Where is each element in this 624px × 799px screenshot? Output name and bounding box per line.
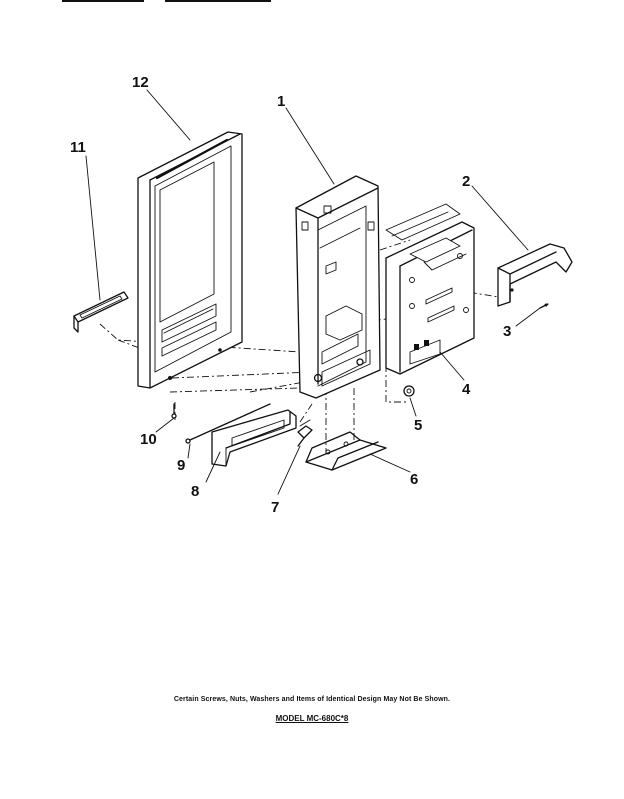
alignment-lines — [99, 239, 506, 462]
callout-6: 6 — [410, 471, 418, 488]
callout-12: 12 — [132, 74, 149, 91]
callout-1: 1 — [277, 93, 285, 110]
callout-11: 11 — [70, 139, 86, 156]
part-2-bracket — [497, 243, 573, 307]
leader-lines — [85, 89, 541, 495]
part-6-bottom-bracket — [305, 431, 387, 471]
part-9-pin — [185, 403, 271, 444]
part-3-screw — [539, 303, 549, 309]
part-12-door-frame — [137, 131, 243, 389]
callout-8: 8 — [191, 483, 199, 500]
part-1-chassis — [295, 175, 381, 399]
part-7-spring-clip — [297, 419, 313, 447]
callout-4: 4 — [462, 381, 471, 398]
callout-7: 7 — [271, 499, 279, 516]
part-8-latch-handle — [211, 409, 297, 467]
model-number: MODEL MC-680C*8 — [0, 714, 624, 723]
callout-2: 2 — [462, 173, 470, 190]
part-5-grommet — [403, 385, 415, 397]
part-4-control-board — [385, 203, 475, 375]
scan-edge-middle — [165, 0, 271, 2]
footer-note: Certain Screws, Nuts, Washers and Items … — [173, 696, 451, 703]
model-number-text: MODEL MC-680C*8 — [275, 714, 349, 723]
callout-9: 9 — [177, 457, 185, 474]
part-11-trim-strip — [73, 291, 129, 333]
callout-5: 5 — [414, 417, 422, 434]
scan-edge-left — [62, 0, 144, 2]
callout-10: 10 — [140, 431, 157, 448]
callout-3: 3 — [503, 323, 511, 340]
